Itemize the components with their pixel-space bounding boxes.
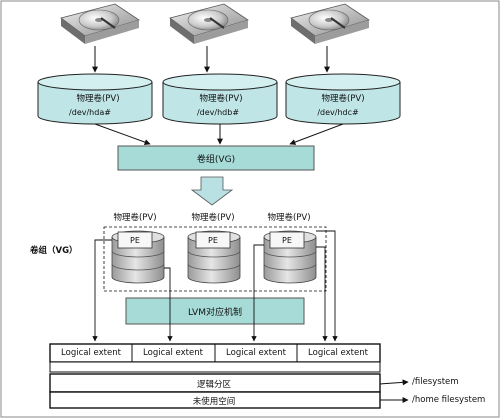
pe-label: PE [130, 236, 140, 245]
logical-extent-cell: Logical extent [226, 348, 286, 358]
pe-box [269, 231, 305, 249]
pv-cylinder [285, 73, 401, 125]
pe-label: PE [282, 236, 292, 245]
disk-stack-icon [187, 230, 241, 284]
hard-drive-icon [290, 3, 370, 44]
logical-extent-cell: Logical extent [61, 348, 121, 358]
disk-stack-icon [111, 230, 165, 284]
pv-cylinder [37, 73, 153, 125]
lvm-mapping-box [125, 297, 305, 325]
stack-pv-label: 物理卷(PV) [113, 212, 156, 223]
unused-space-label: 未使用空间 [193, 396, 236, 407]
filesystem-mount-label: /filesystem [412, 377, 459, 387]
logical-extent-cell: Logical extent [308, 348, 368, 358]
pv-device: /dev/hdb# [197, 108, 239, 117]
pv-cylinder [162, 73, 278, 125]
disk-stack-icon [263, 230, 317, 284]
hard-drive-icon [169, 3, 249, 44]
stack-pv-label: 物理卷(PV) [267, 212, 310, 223]
pv-label: 物理卷(PV) [321, 93, 364, 104]
pv-label: 物理卷(PV) [76, 93, 119, 104]
vg-side-label: 卷组（VG） [29, 245, 78, 256]
pe-box [195, 231, 231, 249]
pv-label: 物理卷(PV) [199, 93, 242, 104]
vg-dashed-boundary [103, 226, 327, 292]
lvm-mapping-label: LVM对应机制 [188, 306, 242, 318]
pe-to-le-connectors [92, 230, 338, 342]
vg-label: 卷组(VG) [197, 153, 235, 165]
vg-box [117, 145, 315, 171]
pe-box [117, 231, 153, 249]
home-filesystem-mount-label: /home filesystem [412, 395, 485, 405]
pe-label: PE [208, 236, 218, 245]
logical-volume-label: 逻辑分区 [197, 379, 232, 390]
stack-pv-label: 物理卷(PV) [191, 212, 234, 223]
logical-extent-cell: Logical extent [143, 348, 203, 358]
pv-device: /dev/hda# [69, 108, 111, 117]
down-arrow-icon [190, 176, 234, 206]
hard-drive-icon [60, 3, 140, 44]
pv-device: /dev/hdc# [317, 108, 359, 117]
